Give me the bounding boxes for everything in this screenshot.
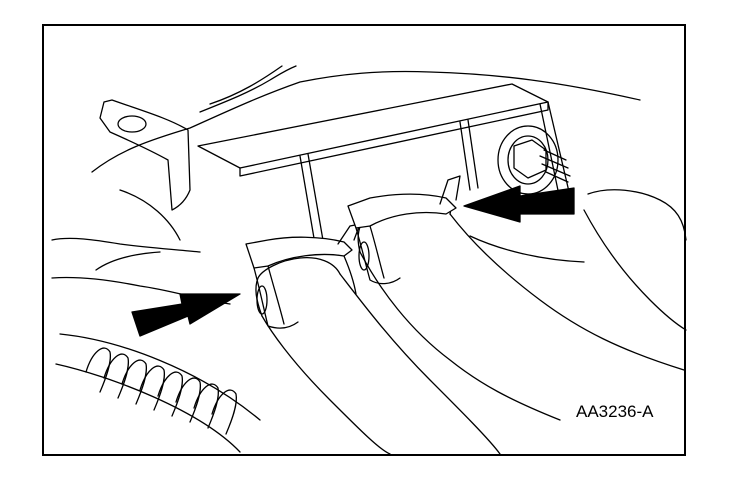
right-hose: [359, 213, 685, 421]
right-duct: [587, 189, 687, 241]
bolt-nut: [513, 139, 547, 179]
mounting-strap: [99, 99, 191, 211]
figure-frame: [42, 24, 686, 456]
plate-leg-3: [459, 121, 471, 191]
bolt-thread: [539, 149, 571, 183]
strap-hole: [117, 115, 147, 133]
left-body-contour: [51, 237, 201, 253]
upper-contour: [199, 65, 297, 113]
left-clamp: [245, 223, 361, 329]
right-arrow-icon: [463, 185, 575, 223]
plate-leg-2: [307, 153, 325, 247]
plate-leg-1: [299, 155, 317, 251]
upper-body-outline: [91, 70, 641, 173]
right-clamp: [347, 175, 461, 285]
plate-leg-4: [467, 119, 479, 189]
upper-contour-2: [209, 65, 283, 105]
corrugated-tube: [55, 333, 261, 453]
left-arrow-icon: [131, 293, 241, 337]
support-plate: [197, 83, 549, 169]
left-hose: [261, 273, 501, 455]
figure-code: AA3236-A: [576, 402, 654, 421]
bolt-washer: [497, 125, 559, 195]
